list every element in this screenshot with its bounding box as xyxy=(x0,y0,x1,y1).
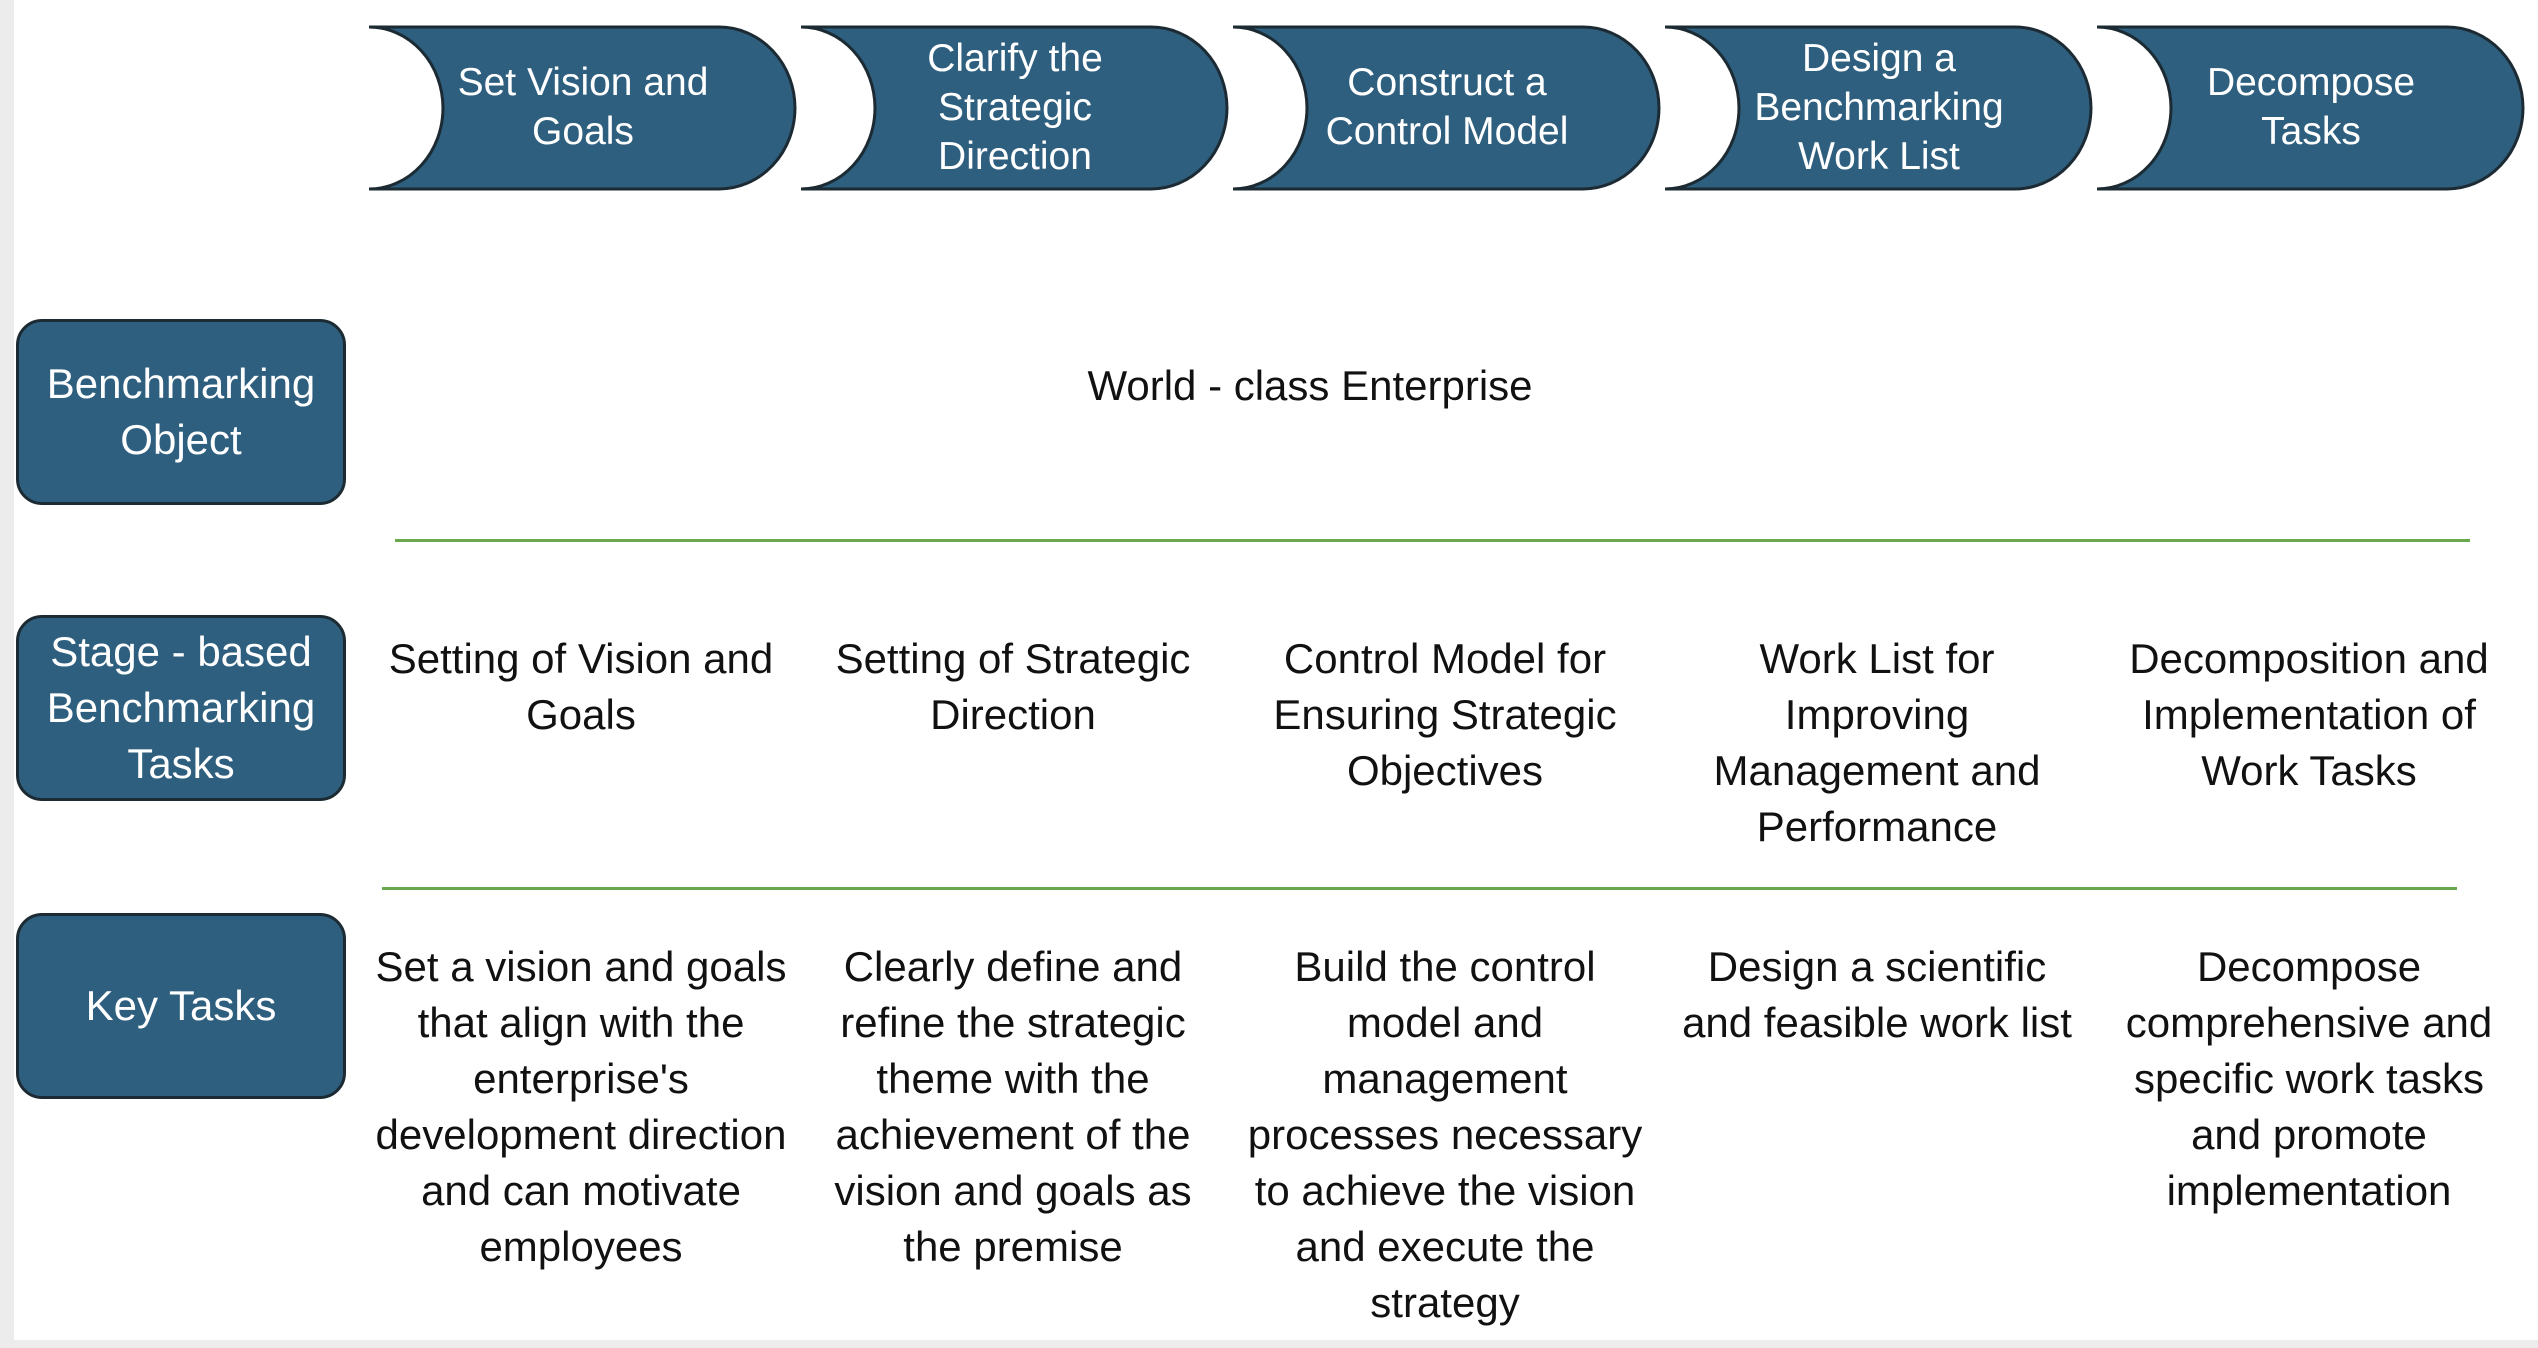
stage-task-cell-5: Decomposition and Implementation of Work… xyxy=(2129,635,2489,794)
stage-label-5: Decompose Tasks xyxy=(2206,61,2416,153)
key-task-cell-1: Set a vision and goals that align with t… xyxy=(375,943,787,1270)
row-header-benchmarking-object: Benchmarking Object xyxy=(16,319,346,505)
stage-task-cell-3: Control Model for Ensuring Strategic Obj… xyxy=(1273,635,1617,794)
window-frame-bottom xyxy=(0,1340,2538,1348)
stage-task-cell-1: Setting of Vision and Goals xyxy=(388,635,774,738)
stage-label-2: Clarify the Strategic Direction xyxy=(927,36,1103,178)
stage-chevron-bar xyxy=(368,25,2525,191)
row-header-stage-tasks: Stage - based Benchmarking Tasks xyxy=(16,615,346,801)
window-frame-left xyxy=(0,0,14,1348)
stage-chevron-4 xyxy=(1664,25,2093,191)
key-task-cell-4: Design a scientific and feasible work li… xyxy=(1682,943,2072,1046)
stage-task-cell-4: Work List for Improving Management and P… xyxy=(1713,635,2041,850)
row-divider-1 xyxy=(395,539,2470,542)
stage-chevron-3 xyxy=(1232,25,1661,191)
key-task-cell-2: Clearly define and refine the strategic … xyxy=(834,943,1192,1270)
stage-label-1: Set Vision and Goals xyxy=(457,61,709,153)
benchmarking-object-value: World - class Enterprise xyxy=(1087,362,1533,409)
stage-task-cell-2: Setting of Strategic Direction xyxy=(835,635,1191,738)
row-header-key-tasks: Key Tasks xyxy=(16,913,346,1099)
stage-label-4: Design a Benchmarking Work List xyxy=(1754,36,2004,178)
row-divider-2 xyxy=(382,887,2457,890)
key-task-cell-3: Build the control model and management p… xyxy=(1247,943,1643,1326)
key-task-cell-5: Decompose comprehensive and specific wor… xyxy=(2125,943,2493,1214)
stage-chevron-1 xyxy=(368,25,797,191)
stage-label-3: Construct a Control Model xyxy=(1325,61,1569,153)
stage-chevron-2 xyxy=(800,25,1229,191)
stage-chevron-5 xyxy=(2096,25,2525,191)
